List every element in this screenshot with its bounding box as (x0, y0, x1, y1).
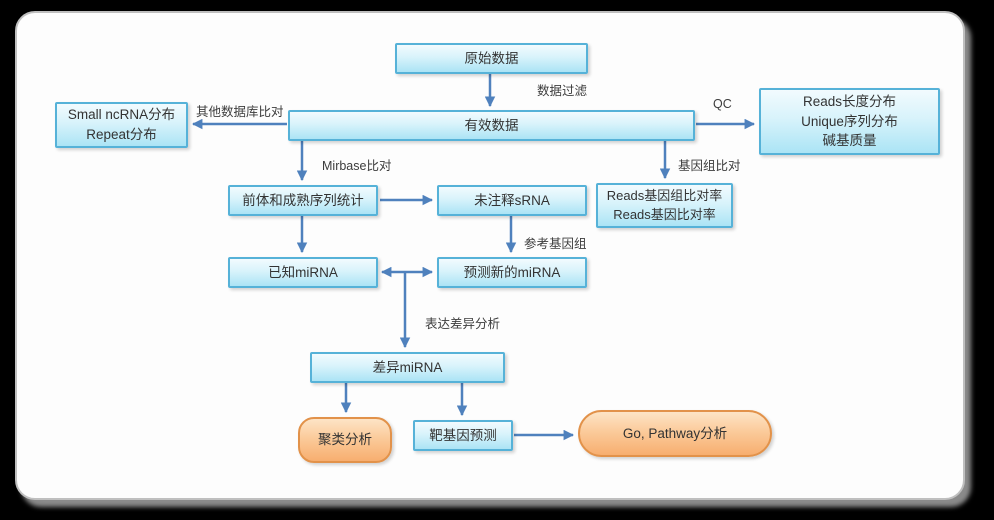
node-differential-mirna-label: 差异miRNA (372, 359, 443, 375)
node-predicted-new-mirna: 预测新的miRNA (437, 257, 587, 288)
node-unannotated-srna: 未注释sRNA (437, 185, 587, 216)
node-reads-distribution-line3: 碱基质量 (822, 133, 877, 149)
edge-label-qc: QC (713, 97, 732, 111)
node-reads-distribution: Reads长度分布 Unique序列分布 碱基质量 (759, 88, 940, 155)
node-go-pathway-analysis-label: Go, Pathway分析 (622, 425, 728, 441)
node-differential-mirna: 差异miRNA (310, 352, 505, 383)
node-raw-data-label: 原始数据 (464, 50, 519, 66)
node-small-ncrna-line2: Repeat分布 (86, 127, 157, 142)
node-reads-alignment-rate: Reads基因组比对率 Reads基因比对率 (596, 183, 733, 228)
node-cluster-analysis-label: 聚类分析 (318, 432, 372, 448)
node-precursor-mature-stats: 前体和成熟序列统计 (228, 185, 378, 216)
node-reads-distribution-line1: Reads长度分布 (802, 94, 897, 110)
node-known-mirna-label: 已知miRNA (268, 264, 338, 280)
edge-label-data-filter: 数据过滤 (537, 84, 588, 98)
node-known-mirna: 已知miRNA (228, 257, 378, 288)
edge-label-reference-genome: 参考基因组 (524, 237, 587, 251)
node-target-gene-prediction-label: 靶基因预测 (429, 427, 497, 443)
node-go-pathway-analysis: Go, Pathway分析 (578, 410, 772, 457)
node-precursor-mature-stats-label: 前体和成熟序列统计 (242, 192, 364, 208)
edge-label-differential-expression-analysis: 表达差异分析 (425, 317, 501, 331)
node-reads-alignment-rate-line1: Reads基因组比对率 (606, 187, 723, 203)
node-valid-data-label: 有效数据 (464, 117, 519, 133)
node-reads-alignment-rate-line2: Reads基因比对率 (613, 206, 716, 222)
node-target-gene-prediction: 靶基因预测 (413, 420, 513, 451)
node-raw-data: 原始数据 (395, 43, 588, 74)
node-small-ncrna-distribution: Small ncRNA分布 Repeat分布 (55, 102, 188, 148)
node-cluster-analysis: 聚类分析 (298, 417, 392, 463)
edge-label-genome-alignment: 基因组比对 (678, 159, 741, 173)
edge-label-mirbase-alignment: Mirbase比对 (322, 159, 392, 173)
node-valid-data: 有效数据 (288, 110, 695, 141)
node-small-ncrna-line1: Small ncRNA分布 (67, 107, 176, 123)
node-predicted-new-mirna-label: 预测新的miRNA (463, 264, 561, 280)
node-unannotated-srna-label: 未注释sRNA (474, 192, 550, 208)
node-reads-distribution-line2: Unique序列分布 (801, 113, 898, 129)
edge-label-other-database-alignment: 其他数据库比对 (196, 105, 284, 119)
